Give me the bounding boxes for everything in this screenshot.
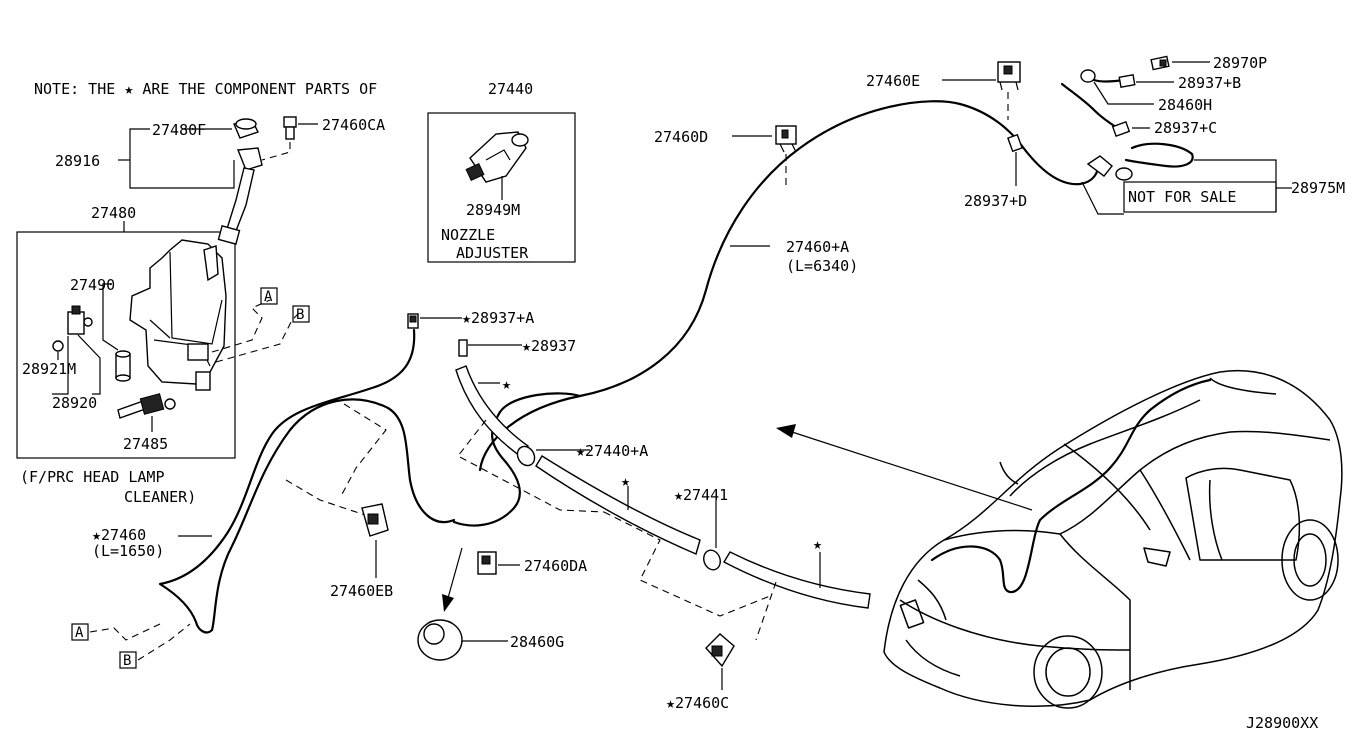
label-27460A-length: (L=6340) — [786, 257, 858, 275]
label-27460EB: 27460EB — [330, 582, 393, 600]
nozzle-not-for-sale — [1086, 155, 1133, 181]
hose-main-1 — [535, 455, 701, 555]
joint-28937D — [1007, 133, 1023, 153]
label-28460G: 28460G — [510, 633, 564, 651]
connector-b-top — [292, 305, 310, 323]
clip-27460EB — [361, 503, 389, 537]
svg-text:A: A — [264, 289, 273, 305]
joint-27440A — [516, 445, 536, 467]
joint-28937B — [1118, 74, 1136, 88]
car-illustration — [883, 369, 1343, 709]
headlamp-note-1: (F/PRC HEAD LAMP — [20, 468, 165, 486]
nozzle-label-2: ADJUSTER — [456, 244, 529, 262]
hose-28460H — [1060, 82, 1126, 134]
arrow-head-28460G — [442, 594, 454, 612]
diagram-code: J28900XX — [1246, 714, 1318, 732]
label-27460E: 27460E — [866, 72, 920, 90]
connector-a-bottom — [71, 623, 89, 641]
washer-tank — [129, 239, 227, 391]
label-27480: 27480 — [91, 204, 136, 222]
nozzle-label-1: NOZZLE — [441, 226, 495, 244]
clip-27460DA — [477, 551, 497, 575]
label-28975M: 28975M — [1291, 179, 1345, 197]
headlamp-note-2: CLEANER) — [124, 488, 196, 506]
label-28937C: 28937+C — [1154, 119, 1217, 137]
motor-27490 — [115, 350, 131, 382]
label-star-3: ★ — [813, 535, 822, 553]
note-ref: 27440 — [488, 80, 533, 98]
clip-27460E — [997, 61, 1021, 91]
label-27490: 27490 — [70, 276, 115, 294]
clip-27460D — [775, 125, 797, 153]
label-not-for-sale: NOT FOR SALE — [1128, 188, 1236, 206]
label-28460H: 28460H — [1158, 96, 1212, 114]
label-star-2: ★ — [621, 472, 630, 490]
label-star-1: ★ — [502, 375, 511, 393]
hose-segment-star — [455, 365, 530, 457]
level-sensor-27485 — [117, 393, 176, 419]
clip-27460C — [705, 633, 735, 668]
label-28937A: ★28937+A — [462, 309, 534, 327]
pointer-arrow-line — [791, 431, 1033, 511]
svg-text:B: B — [123, 653, 131, 669]
nozzle-28970P — [1150, 55, 1170, 71]
svg-text:B: B — [296, 307, 304, 323]
label-27460-length: (L=1650) — [92, 542, 164, 560]
hose-main-2 — [723, 551, 871, 609]
label-28920: 28920 — [52, 394, 97, 412]
joint-28937C — [1111, 121, 1131, 137]
hose-27460A — [478, 100, 1100, 472]
pump-28920 — [67, 305, 93, 335]
label-28970P: 28970P — [1213, 54, 1267, 72]
label-28921M: 28921M — [22, 360, 76, 378]
clip-27460CA — [283, 116, 297, 140]
joint-27441 — [703, 549, 721, 571]
label-27460D: 27460D — [654, 128, 708, 146]
label-28916: 28916 — [55, 152, 100, 170]
label-28937D: 28937+D — [964, 192, 1027, 210]
grommet-28460H — [1080, 69, 1096, 83]
label-27460: ★27460 — [92, 526, 146, 544]
filler-cap-27480F — [233, 118, 259, 139]
arrow-line-28460G — [447, 547, 463, 599]
label-27460DA: 27460DA — [524, 557, 587, 575]
filler-neck — [217, 147, 263, 245]
connector-b-bottom — [119, 651, 137, 669]
pointer-arrow-head — [776, 424, 796, 438]
label-28937: ★28937 — [522, 337, 576, 355]
label-27480F: 27480F — [152, 121, 206, 139]
grommet-28460G — [417, 619, 463, 661]
label-27460C: ★27460C — [666, 694, 729, 712]
joint-28937A — [407, 313, 419, 329]
label-27441: ★27441 — [674, 486, 728, 504]
label-27440A: ★27440+A — [576, 442, 648, 460]
label-28937B: 28937+B — [1178, 74, 1241, 92]
label-27460A: 27460+A — [786, 238, 849, 256]
label-27485: 27485 — [123, 435, 168, 453]
label-28949M: 28949M — [466, 201, 520, 219]
grommet-28921M — [52, 340, 64, 352]
connector-a-top — [260, 287, 278, 305]
nozzle-adjuster-box — [427, 112, 576, 263]
nozzle-adjuster-28949M — [465, 131, 529, 183]
svg-text:A: A — [75, 625, 84, 641]
label-27460CA: 27460CA — [322, 116, 385, 134]
joint-28937 — [458, 339, 468, 357]
hose-27460 — [158, 328, 456, 634]
note-text: NOTE: THE ★ ARE THE COMPONENT PARTS OF — [34, 80, 377, 98]
